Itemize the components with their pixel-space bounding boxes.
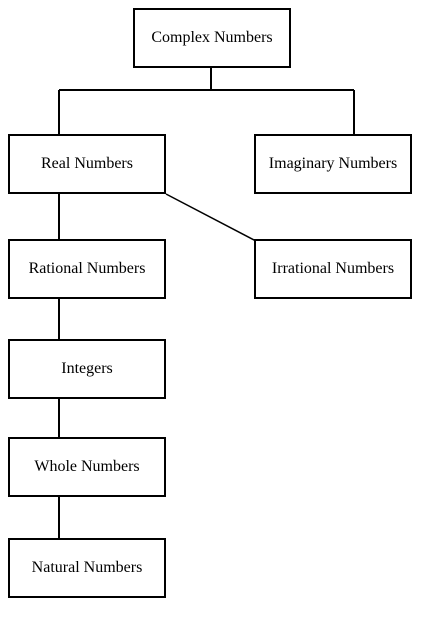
node-imaginary-numbers: Imaginary Numbers bbox=[254, 134, 412, 194]
node-irrational-numbers: Irrational Numbers bbox=[254, 239, 412, 299]
node-label: Integers bbox=[61, 360, 113, 377]
node-complex-numbers: Complex Numbers bbox=[133, 8, 291, 68]
node-label: Rational Numbers bbox=[28, 260, 146, 277]
node-label: Whole Numbers bbox=[34, 458, 140, 475]
node-real-numbers: Real Numbers bbox=[8, 134, 166, 194]
node-label: Natural Numbers bbox=[31, 559, 143, 576]
node-natural-numbers: Natural Numbers bbox=[8, 538, 166, 598]
node-label: Imaginary Numbers bbox=[268, 155, 398, 172]
node-label: Complex Numbers bbox=[151, 29, 273, 46]
node-label: Real Numbers bbox=[41, 155, 133, 172]
node-integers: Integers bbox=[8, 339, 166, 399]
node-label: Irrational Numbers bbox=[271, 260, 395, 277]
connector-real-to-irrational bbox=[165, 193, 257, 242]
node-rational-numbers: Rational Numbers bbox=[8, 239, 166, 299]
node-whole-numbers: Whole Numbers bbox=[8, 437, 166, 497]
